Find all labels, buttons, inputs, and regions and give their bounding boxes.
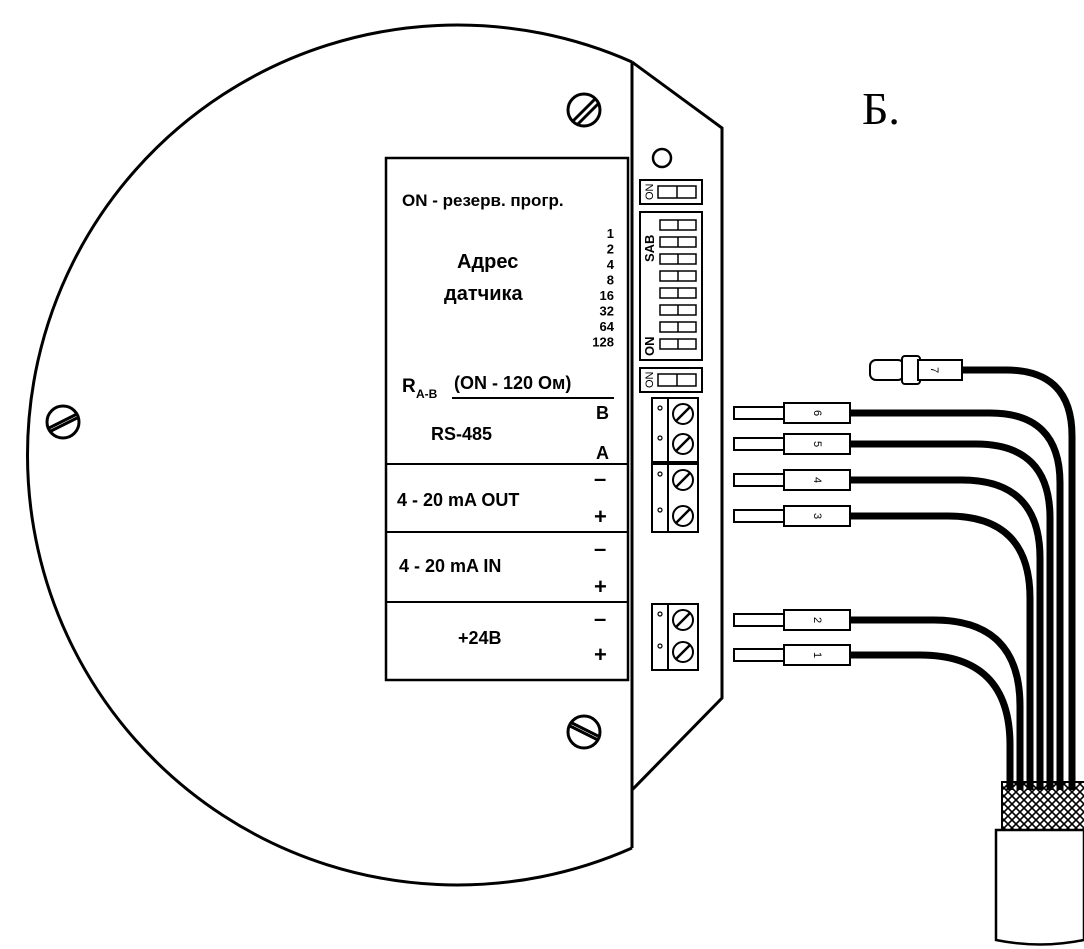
- address-bit-4: 4: [607, 257, 615, 272]
- dip-toggle-2[interactable]: [659, 236, 697, 248]
- wire-1: 1: [733, 644, 1014, 790]
- wire-6: 6: [733, 402, 1064, 790]
- svg-text:ON: ON: [642, 337, 657, 357]
- wire-5: 5: [733, 433, 1054, 790]
- in-plus: +: [594, 574, 607, 599]
- terminal-screw-6: [657, 641, 694, 663]
- dip-toggle-3[interactable]: [659, 253, 697, 265]
- out-plus: +: [594, 504, 607, 529]
- rab-subscript: А-В: [416, 387, 438, 401]
- address-bit-16: 16: [600, 288, 614, 303]
- svg-text:2: 2: [811, 617, 823, 623]
- figure-label: Б.: [862, 83, 900, 134]
- dip-toggle-5[interactable]: [659, 287, 697, 299]
- dip-switch-address[interactable]: SAB ON: [639, 211, 703, 361]
- address-bit-128: 128: [592, 335, 614, 350]
- dip-toggle-7[interactable]: [659, 321, 697, 333]
- wire-2: 2: [733, 609, 1024, 790]
- svg-text:7: 7: [928, 367, 940, 373]
- address-title-1: Адрес: [457, 251, 518, 273]
- address-title-2: датчика: [444, 283, 524, 305]
- indicator-led: [651, 147, 673, 169]
- reserve-program-label: ON - резерв. прогр.: [402, 191, 564, 210]
- wire-7: 7: [869, 355, 1076, 790]
- rs485-a: A: [596, 443, 609, 463]
- address-bit-64: 64: [600, 319, 615, 334]
- terminal-block-rs485: [651, 397, 699, 463]
- terminal-screw-4: [657, 505, 694, 527]
- svg-text:ON: ON: [644, 183, 656, 200]
- dip-toggle-8[interactable]: [659, 338, 697, 350]
- rab-note: (ON - 120 Ом): [454, 373, 571, 393]
- svg-text:3: 3: [811, 513, 823, 519]
- terminal-block-power: [651, 603, 699, 671]
- rab-label: R: [402, 376, 416, 397]
- terminal-screw-3: [657, 469, 694, 491]
- housing-body: [26, 23, 633, 887]
- cable-jacket: [994, 828, 1084, 946]
- in-label: 4 - 20 mA IN: [399, 556, 501, 576]
- power-minus: –: [594, 606, 606, 631]
- dip-toggle-4[interactable]: [659, 270, 697, 282]
- power-label: +24В: [458, 628, 502, 648]
- svg-text:1: 1: [811, 652, 823, 658]
- rs485-label: RS-485: [431, 424, 492, 444]
- side-plate: [630, 60, 724, 792]
- screw-top: [566, 92, 602, 128]
- screw-left: [45, 404, 81, 440]
- dip-toggle-1[interactable]: [659, 219, 697, 231]
- wire-4: 4: [733, 469, 1044, 790]
- address-bit-2: 2: [607, 242, 614, 257]
- in-minus: –: [594, 536, 606, 561]
- address-bit-1: 1: [607, 226, 614, 241]
- terminal-screw-5: [657, 609, 694, 631]
- dip-toggle-6[interactable]: [659, 304, 697, 316]
- out-label: 4 - 20 mA OUT: [397, 490, 519, 510]
- svg-text:4: 4: [811, 477, 823, 483]
- out-minus: –: [594, 466, 606, 491]
- svg-text:ON: ON: [644, 371, 656, 388]
- terminal-screw-1: [657, 403, 694, 425]
- svg-text:6: 6: [811, 410, 823, 416]
- screw-bottom: [566, 714, 602, 750]
- svg-text:SAB: SAB: [642, 235, 657, 262]
- power-plus: +: [594, 642, 607, 667]
- wire-3: 3: [733, 505, 1034, 790]
- dip-switch-rab[interactable]: ON: [639, 367, 703, 393]
- address-bit-32: 32: [600, 304, 614, 319]
- svg-text:5: 5: [811, 441, 823, 447]
- rs485-b: B: [596, 403, 609, 423]
- terminal-block-out: [651, 463, 699, 533]
- dip-switch-reserve[interactable]: ON: [639, 179, 703, 205]
- address-bit-8: 8: [607, 273, 614, 288]
- label-panel: [384, 156, 630, 682]
- terminal-screw-2: [657, 433, 694, 455]
